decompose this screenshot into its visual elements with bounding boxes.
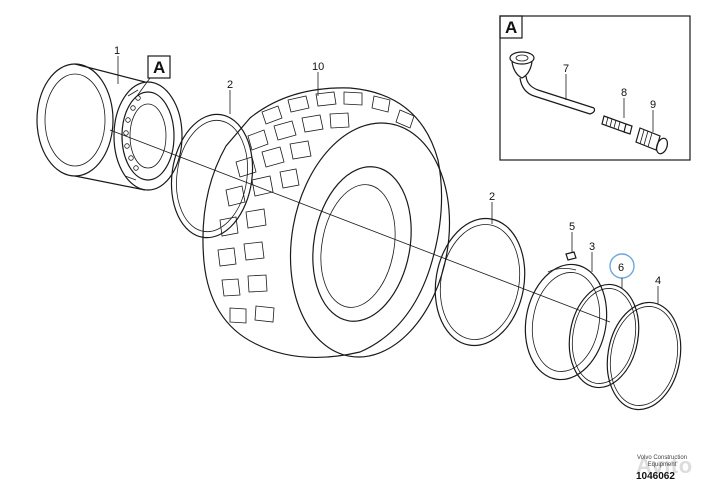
valve-core bbox=[601, 115, 633, 135]
callout-3: 3 bbox=[589, 241, 595, 253]
rim-marker-box bbox=[147, 55, 171, 79]
credit-text: Volvo Construction Equipment bbox=[622, 455, 702, 469]
callout-8: 8 bbox=[621, 87, 627, 99]
axis-line bbox=[109, 129, 611, 323]
callout-4: 4 bbox=[655, 275, 661, 287]
lock-key bbox=[565, 251, 577, 261]
o-ring-right bbox=[434, 217, 526, 347]
callout-10: 10 bbox=[312, 61, 324, 73]
credit-line-1: Volvo Construction bbox=[636, 455, 688, 461]
valve-base bbox=[509, 51, 539, 97]
valve-cap bbox=[635, 127, 669, 155]
detail-box-a: A 7 8 9 bbox=[499, 15, 691, 161]
tread-pattern bbox=[217, 91, 415, 324]
rim-marker-leader bbox=[136, 77, 151, 97]
seal-ring bbox=[568, 283, 640, 389]
rim-marker-label: A bbox=[153, 58, 165, 77]
tire bbox=[202, 87, 451, 359]
callout-6: 6 bbox=[618, 262, 624, 274]
document-number: 1046062 bbox=[636, 471, 675, 482]
watermark-text: Avito bbox=[636, 453, 693, 478]
outer-ring bbox=[606, 301, 682, 411]
valve-stem-tube bbox=[533, 89, 596, 115]
callout-2-left: 2 bbox=[227, 79, 233, 91]
detail-frame bbox=[499, 15, 691, 161]
rim bbox=[36, 63, 183, 191]
lock-ring bbox=[524, 263, 608, 381]
callout-5: 5 bbox=[569, 221, 575, 233]
callout-2-right: 2 bbox=[489, 191, 495, 203]
credit-line-2: Equipment bbox=[647, 462, 677, 468]
callout-7: 7 bbox=[563, 63, 569, 75]
detail-label-box bbox=[499, 15, 523, 39]
callout-9: 9 bbox=[650, 99, 656, 111]
o-ring-left bbox=[170, 113, 254, 239]
callout-1: 1 bbox=[114, 45, 120, 57]
detail-label: A bbox=[505, 18, 517, 37]
